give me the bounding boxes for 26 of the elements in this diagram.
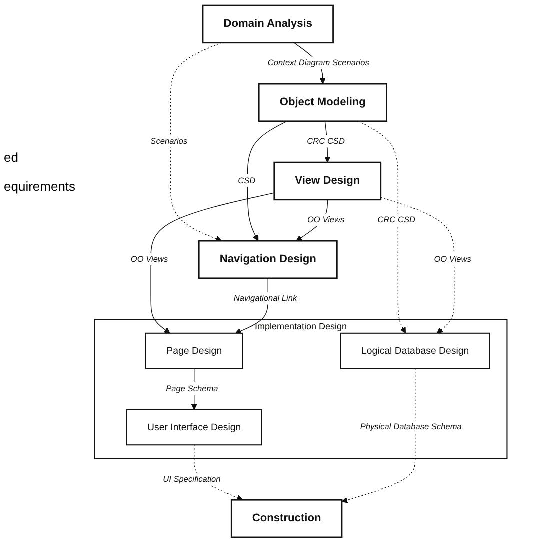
arrow xyxy=(342,368,416,504)
node-box: Domain Analysis xyxy=(202,4,334,44)
note-text: ed xyxy=(4,150,20,165)
edge-label: Context Diagram Scenarios xyxy=(268,58,370,68)
node-box: Navigation Design xyxy=(198,240,338,280)
edge-label: UI Specification xyxy=(163,474,221,484)
arrow xyxy=(170,42,222,242)
node-box: Construction xyxy=(230,499,343,538)
edge-label: OO Views xyxy=(307,215,345,225)
edge-label: Navigational Link xyxy=(234,294,298,304)
arrow xyxy=(380,197,455,334)
node-box: User Interface Design xyxy=(126,409,262,446)
edge-label: OO Views xyxy=(130,254,168,264)
node-box: Logical Database Design xyxy=(340,332,490,370)
edge-label: CRC CSD xyxy=(307,136,345,146)
note-text: equirements xyxy=(4,179,77,194)
edge-label: Physical Database Schema xyxy=(360,422,462,432)
edge-label: CRC CSD xyxy=(378,215,416,225)
edge-label: Page Schema xyxy=(166,384,218,394)
node-box: Object Modeling xyxy=(258,83,388,122)
edge-label: OO Views xyxy=(434,254,472,264)
node-box: View Design xyxy=(274,162,382,201)
arrow xyxy=(247,121,288,242)
edge-label: Scenarios xyxy=(150,136,188,146)
node-box: Page Design xyxy=(145,332,244,370)
edge-label: CSD xyxy=(238,176,256,186)
